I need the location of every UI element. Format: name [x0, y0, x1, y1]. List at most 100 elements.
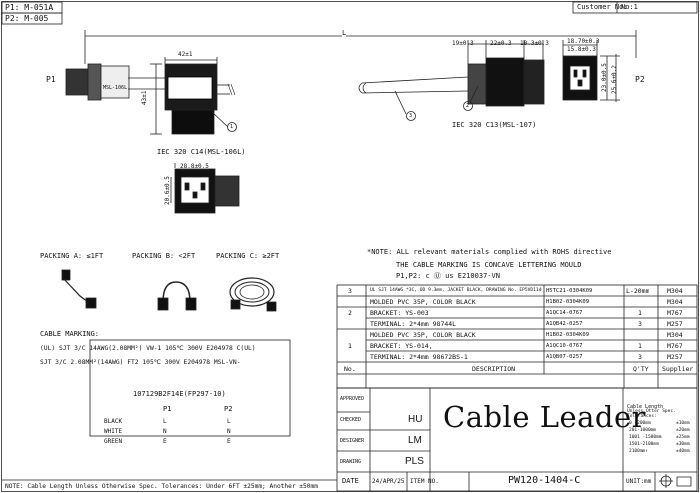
tol-range-2: 1001 -1500mm — [629, 435, 662, 440]
wiring-row-white-color: WHITE — [104, 428, 123, 435]
length-sub2: Tolerances: — [627, 414, 657, 419]
bom-header-no: No. — [344, 365, 356, 373]
designer-label: DESIGNER — [340, 438, 365, 444]
p1-height-dimension: 43±1 — [141, 90, 148, 105]
bom-row1a-code: H1B02-0304K09 — [546, 332, 590, 338]
bom-row2b-code: A1QC14-0767 — [546, 310, 583, 316]
cable-marking-line2: SJT 3/C 2.08MM²(14AWG) FT2 105℃ 300V E20… — [40, 359, 241, 366]
wiring-title: 107129B2F14E(FP297-10) — [133, 390, 226, 398]
callout-3: 3 — [409, 113, 413, 119]
p1-width-dimension: 42±1 — [178, 51, 193, 58]
wiring-row-black-p2: L — [227, 418, 231, 425]
bom-row3-code: H5TC21-0304K09 — [546, 288, 593, 294]
bom-row1c-supplier: M257 — [667, 353, 683, 361]
p2-connector-label: IEC 320 C13(MSL-107) — [452, 121, 537, 129]
cable-marking-line1: (UL) SJT 3/C 14AWG(2.08MM²) VW-1 105℃ 30… — [40, 345, 256, 352]
bom-row3-supplier: M304 — [667, 287, 683, 295]
bom-row2c-qty: 3 — [638, 320, 642, 328]
p1-header-label: P1: M-051A — [5, 3, 54, 12]
bom-row3-no: 3 — [348, 287, 352, 295]
wiring-row-green-color: GREEN — [104, 438, 123, 445]
checked-label: CHECKED — [340, 417, 362, 423]
bom-row1a-desc: MOLDED PVC 35P, COLOR BLACK — [370, 331, 476, 339]
bom-row1b-supplier: M767 — [667, 342, 683, 350]
front-height-dimension: 20.6±0.5 — [164, 176, 171, 205]
tol-range-4: 2100mm↑ — [629, 449, 648, 454]
bom-row2b-supplier: M767 — [667, 309, 683, 317]
wiring-row-black-p1: L — [163, 418, 167, 425]
no-label: No:1 — [621, 3, 638, 11]
length-sub1: Unless Otter Spec. — [627, 409, 676, 414]
wiring-row-black-color: BLACK — [104, 418, 123, 425]
bom-row2-no: 2 — [348, 309, 352, 317]
bom-row2c-code: A1QB42-0257 — [546, 321, 583, 327]
tol-range-0: 0 -200mm — [629, 421, 651, 426]
packing-a-label: PACKING A: ≤1FT — [40, 252, 104, 260]
company-logo-text: Cable Leader — [443, 400, 646, 434]
length-title: Cable Length — [627, 404, 664, 410]
packing-c-label: PACKING C: ≥2FT — [216, 252, 280, 260]
p2-h1-dimension: 23.0±0.5 — [601, 63, 608, 92]
note-line1: *NOTE: ALL relevant materials complied w… — [367, 248, 612, 256]
bom-row3-desc: UL SJT 14AWG *3C, OD 9.3mm, JACKET BLACK… — [370, 288, 542, 293]
footer-note: NOTE: Cable Length Unless Otherwise Spec… — [5, 483, 318, 490]
bom-header-supplier: Supplier — [662, 365, 694, 373]
bom-row1b-qty: 1 — [638, 342, 642, 350]
tol-value-0: ±10mm — [676, 421, 690, 426]
wiring-row-green-p1: E — [163, 438, 167, 445]
tol-range-1: 201-1000mm — [629, 428, 657, 433]
bom-row1b-desc: BRACKET: YS-014, — [370, 342, 433, 350]
customer-no-label: Customer No: — [577, 3, 628, 11]
wiring-row-white-p1: N — [163, 428, 167, 435]
bom-header-qty: Q'TY — [633, 365, 649, 373]
item-no-value: PW120-1404-C — [508, 475, 581, 486]
overall-length-dimension: L — [342, 29, 347, 38]
bom-row1c-qty: 3 — [638, 353, 642, 361]
designer-by: LM — [408, 435, 422, 446]
wiring-row-white-p2: N — [227, 428, 231, 435]
tol-value-2: ±25mm — [676, 435, 690, 440]
callout-1: 1 — [230, 124, 234, 130]
drawing-label: DRAWING — [340, 459, 362, 465]
p2-h2-dimension: 25.6±0.2 — [611, 65, 618, 94]
brand-label-p1: MSL-106L — [103, 85, 128, 91]
p2-w1-dimension: 18.70±0.3 — [567, 38, 600, 45]
bom-row2c-desc: TERMINAL: 2*4mm 98744L — [370, 320, 457, 328]
tol-value-3: ±30mm — [676, 442, 690, 447]
date-value: 24/APR/25 — [372, 478, 405, 485]
checked-by: HU — [408, 414, 423, 425]
bom-row2a-desc: MOLDED PVC 35P, COLOR BLACK — [370, 298, 476, 306]
unit-label: UNIT:mm — [626, 478, 652, 485]
bom-row1-no: 1 — [348, 342, 352, 350]
item-no-label: ITEM NO. — [410, 478, 439, 485]
p1-connector-label: IEC 320 C14(MSL-106L) — [157, 148, 246, 156]
bom-row2a-supplier: M304 — [667, 298, 683, 306]
note-line3: P1,P2: c Ⓤ us E210037-VN — [396, 272, 500, 280]
bom-row2a-code: H1B02-0304K09 — [546, 299, 590, 305]
bom-row1a-supplier: M304 — [667, 331, 683, 339]
bom-row1b-code: A1QC10-0767 — [546, 343, 583, 349]
drawing-by: PLS — [405, 456, 424, 467]
bom-row2b-qty: 1 — [638, 309, 642, 317]
front-width-dimension: 28.8±0.5 — [180, 163, 209, 170]
p2-w2-dimension: 15.8±0.3 — [567, 46, 596, 53]
wiring-col-p1: P1 — [163, 405, 172, 413]
bom-row2b-desc: BRACKET: YS-003 — [370, 309, 429, 317]
p2-d2-dimension: 22±0.3 — [490, 40, 512, 47]
p2-d1-dimension: 19±0.3 — [452, 40, 474, 47]
p2-tag: P2 — [635, 75, 645, 84]
wiring-col-p2: P2 — [224, 405, 233, 413]
tol-range-3: 1501-2100mm — [629, 442, 659, 447]
tol-value-1: ±20mm — [676, 428, 690, 433]
cable-marking-title: CABLE MARKING: — [40, 330, 100, 338]
p1-tag: P1 — [46, 75, 56, 84]
bom-header-desc: DESCRIPTION — [472, 365, 516, 373]
bom-row1c-code: A1QB07-0257 — [546, 354, 583, 360]
bom-row2c-supplier: M257 — [667, 320, 683, 328]
p2-header-label: P2: M-005 — [5, 14, 49, 23]
tol-value-4: ±40mm — [676, 449, 690, 454]
callout-2: 2 — [466, 103, 470, 109]
bom-row3-qty: L-20mm — [626, 287, 650, 295]
wiring-row-green-p2: E — [227, 438, 231, 445]
